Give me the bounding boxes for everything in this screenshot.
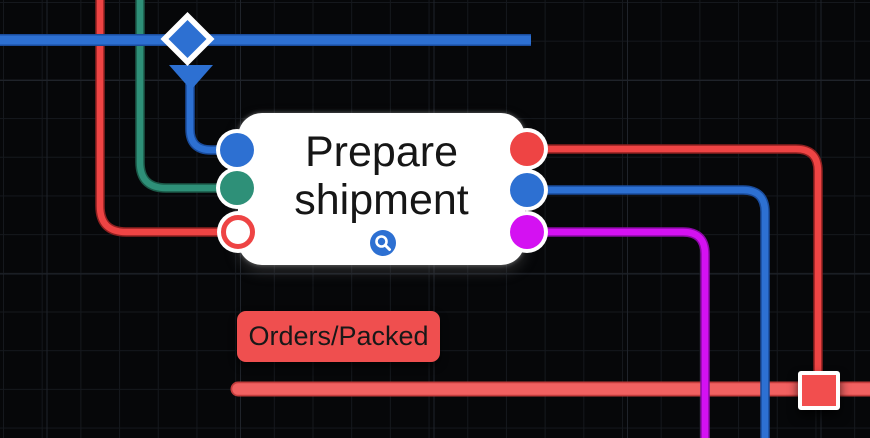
wire-teal-input[interactable] bbox=[135, 0, 226, 193]
prepare-shipment-node[interactable]: Prepare shipment bbox=[238, 113, 525, 265]
wire-red-output-core bbox=[540, 145, 822, 372]
port-input-open-red[interactable] bbox=[221, 215, 255, 249]
wire-gateway-stem-core bbox=[186, 84, 226, 154]
wire-red-output-outline bbox=[540, 144, 823, 372]
wire-magenta-output-outline bbox=[540, 227, 710, 438]
zoom-icon[interactable] bbox=[370, 230, 396, 256]
edge-label-text: Orders/Packed bbox=[248, 321, 429, 351]
wire-teal-input-core bbox=[136, 0, 226, 192]
magnifier-glyph bbox=[370, 230, 396, 256]
arrow-down-icon bbox=[169, 65, 213, 90]
red-square-node[interactable] bbox=[798, 371, 840, 410]
wire-blue-output-outline bbox=[540, 185, 770, 438]
port-input-teal[interactable] bbox=[220, 171, 254, 205]
diamond-icon bbox=[168, 20, 207, 58]
port-output-red[interactable] bbox=[510, 132, 544, 166]
edge-label-orders-packed[interactable]: Orders/Packed bbox=[237, 311, 440, 362]
port-output-blue[interactable] bbox=[510, 173, 544, 207]
wire-magenta-output[interactable] bbox=[540, 227, 710, 438]
wire-blue-output[interactable] bbox=[540, 185, 770, 438]
port-input-blue[interactable] bbox=[220, 133, 254, 167]
port-output-magenta[interactable] bbox=[510, 215, 544, 249]
wire-red-input[interactable] bbox=[95, 0, 226, 237]
wire-red-input-core bbox=[96, 0, 226, 236]
node-title-line1: Prepare bbox=[305, 128, 458, 176]
wire-blue-output-core bbox=[540, 186, 769, 438]
wire-red-output[interactable] bbox=[540, 144, 823, 372]
node-title: Prepare shipment bbox=[238, 113, 525, 224]
wire-magenta-output-core bbox=[540, 228, 709, 438]
gateway-diamond-node[interactable] bbox=[160, 12, 227, 155]
node-title-line2: shipment bbox=[294, 176, 469, 224]
